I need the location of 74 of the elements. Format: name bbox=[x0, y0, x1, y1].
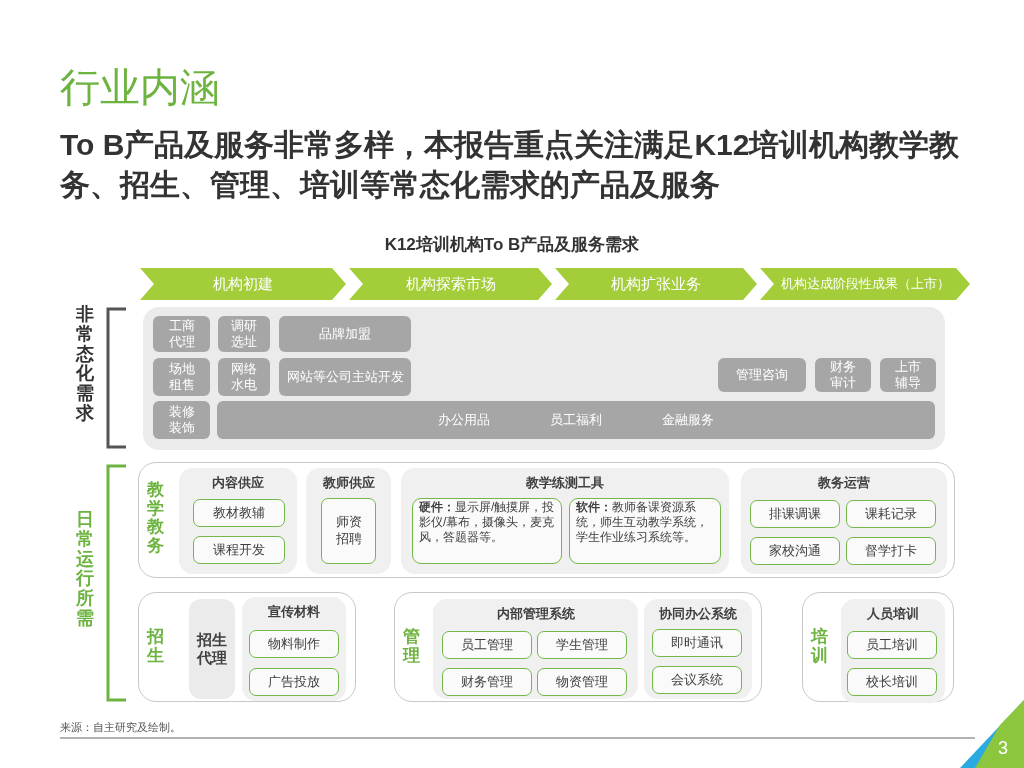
side-heading: 非常态化需求 bbox=[76, 305, 94, 424]
service-bar bbox=[217, 401, 935, 439]
page-number: 3 bbox=[998, 738, 1008, 759]
item-box: 督学打卡 bbox=[846, 537, 936, 565]
item-box: 硬件：显示屏/触摸屏，投影仪/幕布，摄像头，麦克风，答题器等。 bbox=[412, 498, 562, 564]
requirements-panel bbox=[143, 307, 945, 450]
item-box: 排课调课 bbox=[750, 500, 840, 528]
item-box: 家校沟通 bbox=[750, 537, 840, 565]
item-box: 会议系统 bbox=[652, 666, 742, 694]
group-heading: 内容供应 bbox=[211, 474, 265, 492]
group-panel bbox=[741, 468, 947, 574]
service-box: 管理咨询 bbox=[718, 358, 806, 392]
group-heading: 人员培训 bbox=[866, 605, 920, 623]
stage-band bbox=[555, 268, 757, 300]
service-label: 办公用品 bbox=[438, 411, 490, 429]
side-heading: 日常运行所需 bbox=[76, 510, 94, 629]
category-heading: 培训 bbox=[811, 628, 828, 666]
service-box: 装修装饰 bbox=[153, 401, 210, 439]
group-panel bbox=[179, 468, 297, 574]
service-box: 财务审计 bbox=[815, 358, 871, 392]
category-heading: 教学教务 bbox=[147, 481, 164, 556]
group-panel bbox=[841, 599, 945, 703]
service-label: 员工福利 bbox=[550, 411, 602, 429]
service-box: 调研选址 bbox=[218, 316, 270, 352]
service-box: 网站等公司主站开发 bbox=[279, 358, 411, 396]
group-heading: 教师供应 bbox=[321, 474, 376, 492]
group-panel bbox=[242, 597, 346, 701]
source-note: 来源：自主研究及绘制。 bbox=[60, 720, 181, 735]
category-heading: 管理 bbox=[403, 628, 420, 666]
subtitle: To B产品及服务非常多样，本报告重点关注满足K12培训机构教学教务、招生、管理、培训等常态化需求的产品及服务 bbox=[60, 127, 960, 203]
stage-band bbox=[760, 268, 970, 300]
item-box: 财务管理 bbox=[442, 668, 532, 696]
item-box: 课耗记录 bbox=[846, 500, 936, 528]
group-panel bbox=[433, 599, 638, 699]
stage-band bbox=[349, 268, 552, 300]
item-box: 员工培训 bbox=[847, 631, 937, 659]
category-card bbox=[802, 592, 954, 702]
item-box: 物资管理 bbox=[537, 668, 627, 696]
service-box: 品牌加盟 bbox=[279, 316, 411, 352]
item-box: 软件：教师备课资源系统，师生互动教学系统，学生作业练习系统等。 bbox=[569, 498, 721, 564]
item-box: 学生管理 bbox=[537, 631, 627, 659]
item-box: 员工管理 bbox=[442, 631, 532, 659]
service-label: 金融服务 bbox=[662, 411, 714, 429]
category-card bbox=[394, 592, 762, 702]
stage-band bbox=[140, 268, 346, 300]
group-panel bbox=[644, 599, 752, 699]
service-box: 场地租售 bbox=[153, 358, 210, 396]
service-box: 上市辅导 bbox=[880, 358, 936, 392]
item-box: 师资招聘 bbox=[321, 498, 376, 564]
group-heading: 教务运营 bbox=[817, 474, 871, 492]
stage-label: 机构扩张业务 bbox=[611, 274, 701, 294]
agent-column: 招生代理 bbox=[189, 599, 235, 699]
chart-title: K12培训机构To B产品及服务需求 bbox=[383, 234, 641, 256]
group-heading: 宣传材料 bbox=[267, 603, 321, 621]
title: 行业内涵 bbox=[60, 64, 220, 111]
service-box: 网络水电 bbox=[218, 358, 270, 396]
group-heading: 教学练测工具 bbox=[525, 474, 605, 492]
category-card bbox=[138, 462, 955, 578]
stage-label: 机构达成阶段性成果（上市） bbox=[780, 275, 950, 293]
stage-label: 机构初建 bbox=[213, 274, 273, 294]
item-box: 教材教辅 bbox=[193, 499, 285, 527]
item-box: 课程开发 bbox=[193, 536, 285, 564]
group-heading: 内部管理系统 bbox=[495, 605, 576, 623]
category-card bbox=[138, 592, 356, 702]
group-heading: 协同办公系统 bbox=[658, 605, 738, 623]
item-box: 广告投放 bbox=[249, 668, 339, 696]
group-panel bbox=[401, 468, 729, 574]
stage-label: 机构探索市场 bbox=[405, 274, 496, 294]
item-box: 物料制作 bbox=[249, 630, 339, 658]
group-panel bbox=[306, 468, 391, 574]
service-box: 工商代理 bbox=[153, 316, 210, 352]
category-heading: 招生 bbox=[147, 628, 164, 666]
item-box: 即时通讯 bbox=[652, 629, 742, 657]
item-box: 校长培训 bbox=[847, 668, 937, 696]
